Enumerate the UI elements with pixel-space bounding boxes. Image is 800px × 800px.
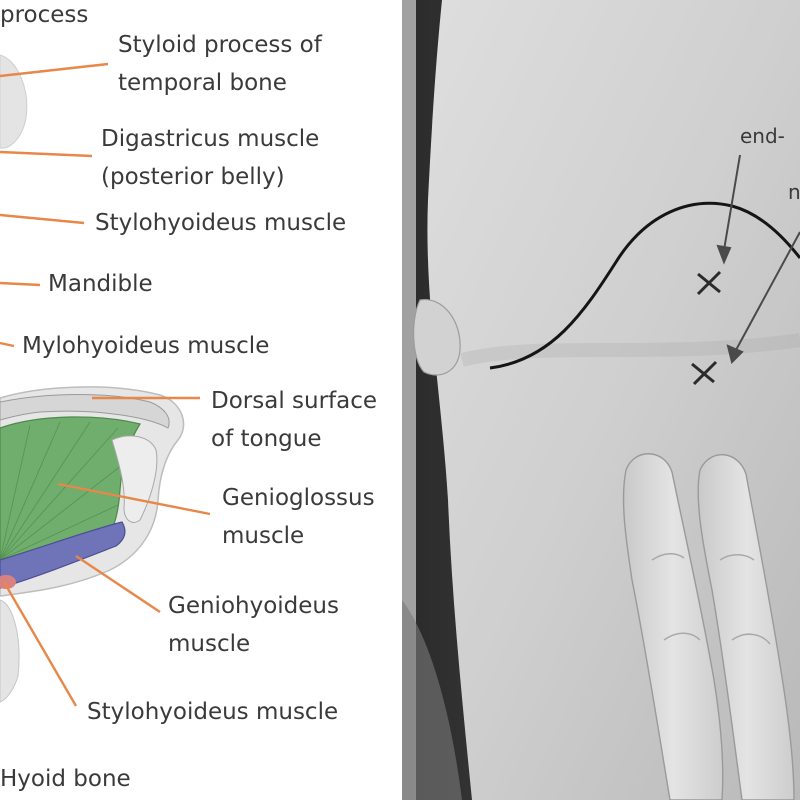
label-styloid-line2: temporal bone — [118, 70, 287, 96]
label-dorsal-surface: Dorsal surface of tongue — [211, 382, 377, 458]
neck-skin — [427, 0, 800, 800]
label-dorsal-line2: of tongue — [211, 426, 322, 452]
label-mylohyoideus: Mylohyoideus muscle — [22, 333, 270, 359]
clothing-shadow — [402, 600, 462, 800]
annotation-arrows — [716, 154, 800, 364]
label-digastricus: Digastricus muscle (posterior belly) — [101, 120, 319, 196]
label-digastricus-line1: Digastricus muscle — [101, 126, 320, 152]
label-process: process — [0, 2, 89, 28]
arrow-end-head — [716, 244, 732, 265]
label-styloid-process: Styloid process of temporal bone — [118, 26, 322, 102]
label-digastricus-line2: (posterior belly) — [101, 164, 285, 190]
x-marks — [691, 270, 722, 386]
label-geniohyoideus-line2: muscle — [168, 631, 251, 657]
label-stylohyoideus-lower: Stylohyoideus muscle — [87, 699, 339, 725]
label-styloid-line1: Styloid process of — [118, 32, 322, 58]
label-mandible: Mandible — [48, 271, 153, 297]
leader-lines — [0, 62, 211, 707]
label-genioglossus-line1: Genioglossus — [222, 485, 375, 511]
label-hyoid-bone: Hyoid bone — [0, 766, 131, 792]
leader-digastricus — [0, 150, 93, 158]
tongue-dorsal-surface — [0, 394, 170, 429]
leader-mandible — [0, 281, 41, 287]
leader-stylohyoideus-lower — [2, 581, 78, 707]
leader-geniohyoideus — [75, 555, 161, 613]
finger-left — [622, 453, 724, 800]
anatomy-illustration — [0, 54, 211, 707]
ear-lobe — [413, 299, 461, 376]
arrow-second-head — [726, 344, 744, 364]
x-mark-lower — [691, 360, 718, 386]
leader-genioglossus — [57, 482, 211, 516]
annotation-second-label: n — [788, 180, 800, 204]
finger-right — [697, 454, 795, 800]
label-genioglossus: Genioglossus muscle — [222, 479, 375, 555]
x-mark-upper — [696, 270, 722, 296]
label-genioglossus-line2: muscle — [222, 523, 305, 549]
anatomy-diagram-panel: process Styloid process of temporal bone… — [0, 2, 378, 792]
annotation-end-label: end- — [740, 124, 785, 148]
geniohyoideus-muscle-shape — [0, 521, 126, 589]
jaw-shadow — [460, 333, 800, 367]
neck-photo-illustration — [402, 0, 800, 800]
styloid-bone-shape — [0, 54, 28, 149]
hyoid-bone-shape — [0, 599, 20, 703]
arrow-end-shaft — [723, 154, 741, 251]
drawn-curve-line — [489, 201, 800, 370]
label-dorsal-line1: Dorsal surface — [211, 388, 378, 414]
label-geniohyoideus: Geniohyoideus muscle — [168, 587, 339, 663]
label-stylohyoideus-upper: Stylohyoideus muscle — [95, 210, 347, 236]
arrow-second-shaft — [735, 231, 800, 351]
leader-styloid — [0, 62, 109, 78]
leader-stylohyoideus-upper — [0, 213, 85, 225]
label-geniohyoideus-line1: Geniohyoideus — [168, 593, 339, 619]
photo-panel: end- n — [402, 0, 800, 800]
knuckle-creases — [651, 553, 771, 645]
chin-tissue-shape — [0, 575, 16, 589]
photo-left-edge — [402, 0, 416, 800]
leader-mylohyoideus — [0, 341, 15, 348]
